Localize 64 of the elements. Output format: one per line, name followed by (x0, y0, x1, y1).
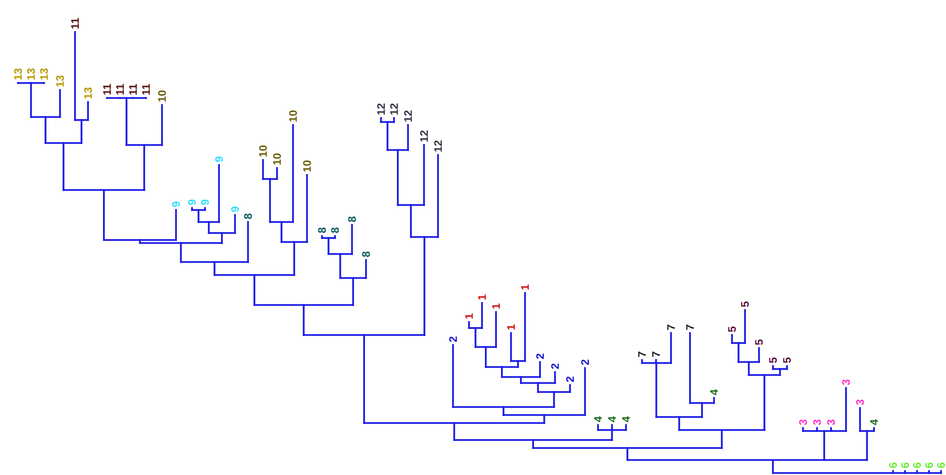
leaf-label: 4 (622, 416, 630, 422)
leaf-label: 8 (331, 228, 339, 233)
leaf-label: 5 (728, 326, 736, 332)
leaf-label: 3 (842, 380, 850, 386)
leaf-label: 6 (889, 462, 897, 468)
leaf-label: 10 (273, 154, 281, 165)
leaf-label: 7 (667, 324, 675, 330)
leaf-label: 7 (686, 324, 694, 330)
leaf-label: 10 (289, 110, 297, 122)
leaf-label: 9 (172, 202, 180, 207)
leaf-label: 4 (870, 419, 878, 426)
leaf-label: 7 (652, 352, 660, 357)
leaf-label: 4 (608, 416, 616, 422)
leaf-label: 1 (492, 304, 500, 309)
leaf-label: 2 (449, 336, 457, 342)
leaf-label: 2 (551, 364, 559, 369)
leaf-label: 2 (566, 376, 574, 382)
leaf-label: 10 (158, 90, 166, 102)
leaf-label: 10 (259, 146, 267, 157)
leaf-label: 3 (799, 420, 807, 426)
leaf-label: 5 (755, 340, 763, 345)
leaf-label: 5 (741, 302, 749, 307)
leaf-label: 5 (769, 358, 777, 363)
leaf-label: 6 (901, 462, 909, 468)
leaf-label: 7 (638, 352, 646, 357)
leaf-label: 13 (14, 68, 22, 80)
leaf-label: 11 (103, 84, 111, 95)
leaf-label: 1 (465, 314, 473, 319)
leaf-label: 6 (937, 462, 945, 468)
leaf-label: 2 (536, 354, 544, 359)
leaf-label: 3 (827, 420, 835, 426)
leaf-label: 11 (116, 84, 124, 95)
leaf-label: 12 (377, 104, 385, 115)
leaf-label: 1 (521, 284, 529, 290)
leaf-label: 3 (856, 400, 864, 406)
leaf-label: 13 (27, 68, 35, 80)
leaf-label: 13 (40, 68, 48, 80)
leaf-label: 9 (215, 156, 223, 162)
leaf-label: 2 (581, 360, 589, 365)
leaf-label: 8 (362, 252, 370, 257)
leaf-label: 8 (244, 214, 252, 219)
leaf-label: 12 (434, 140, 442, 152)
leaf-label: 6 (925, 462, 933, 468)
leaf-label: 9 (201, 200, 209, 205)
leaf-label: 11 (71, 18, 79, 29)
leaf-label: 1 (478, 294, 486, 300)
leaf-label: 4 (594, 416, 602, 422)
leaf-label: 8 (318, 228, 326, 233)
leaf-label: 3 (813, 420, 821, 426)
leaf-label: 12 (404, 110, 412, 122)
leaf-label: 13 (84, 87, 92, 99)
leaf-label: 5 (783, 358, 791, 363)
leaf-label: 9 (231, 206, 239, 212)
leaf-label: 12 (390, 104, 398, 115)
leaf-label: 8 (348, 216, 356, 222)
leaf-label: 6 (913, 462, 921, 468)
leaf-label: 11 (129, 84, 137, 95)
leaf-label: 11 (142, 84, 150, 95)
leaf-label: 13 (56, 75, 64, 87)
leaf-label: 4 (710, 389, 718, 396)
leaf-label: 12 (420, 130, 428, 142)
leaf-label: 1 (507, 324, 515, 330)
leaf-label: 10 (303, 160, 311, 172)
leaf-label: 9 (188, 200, 196, 205)
